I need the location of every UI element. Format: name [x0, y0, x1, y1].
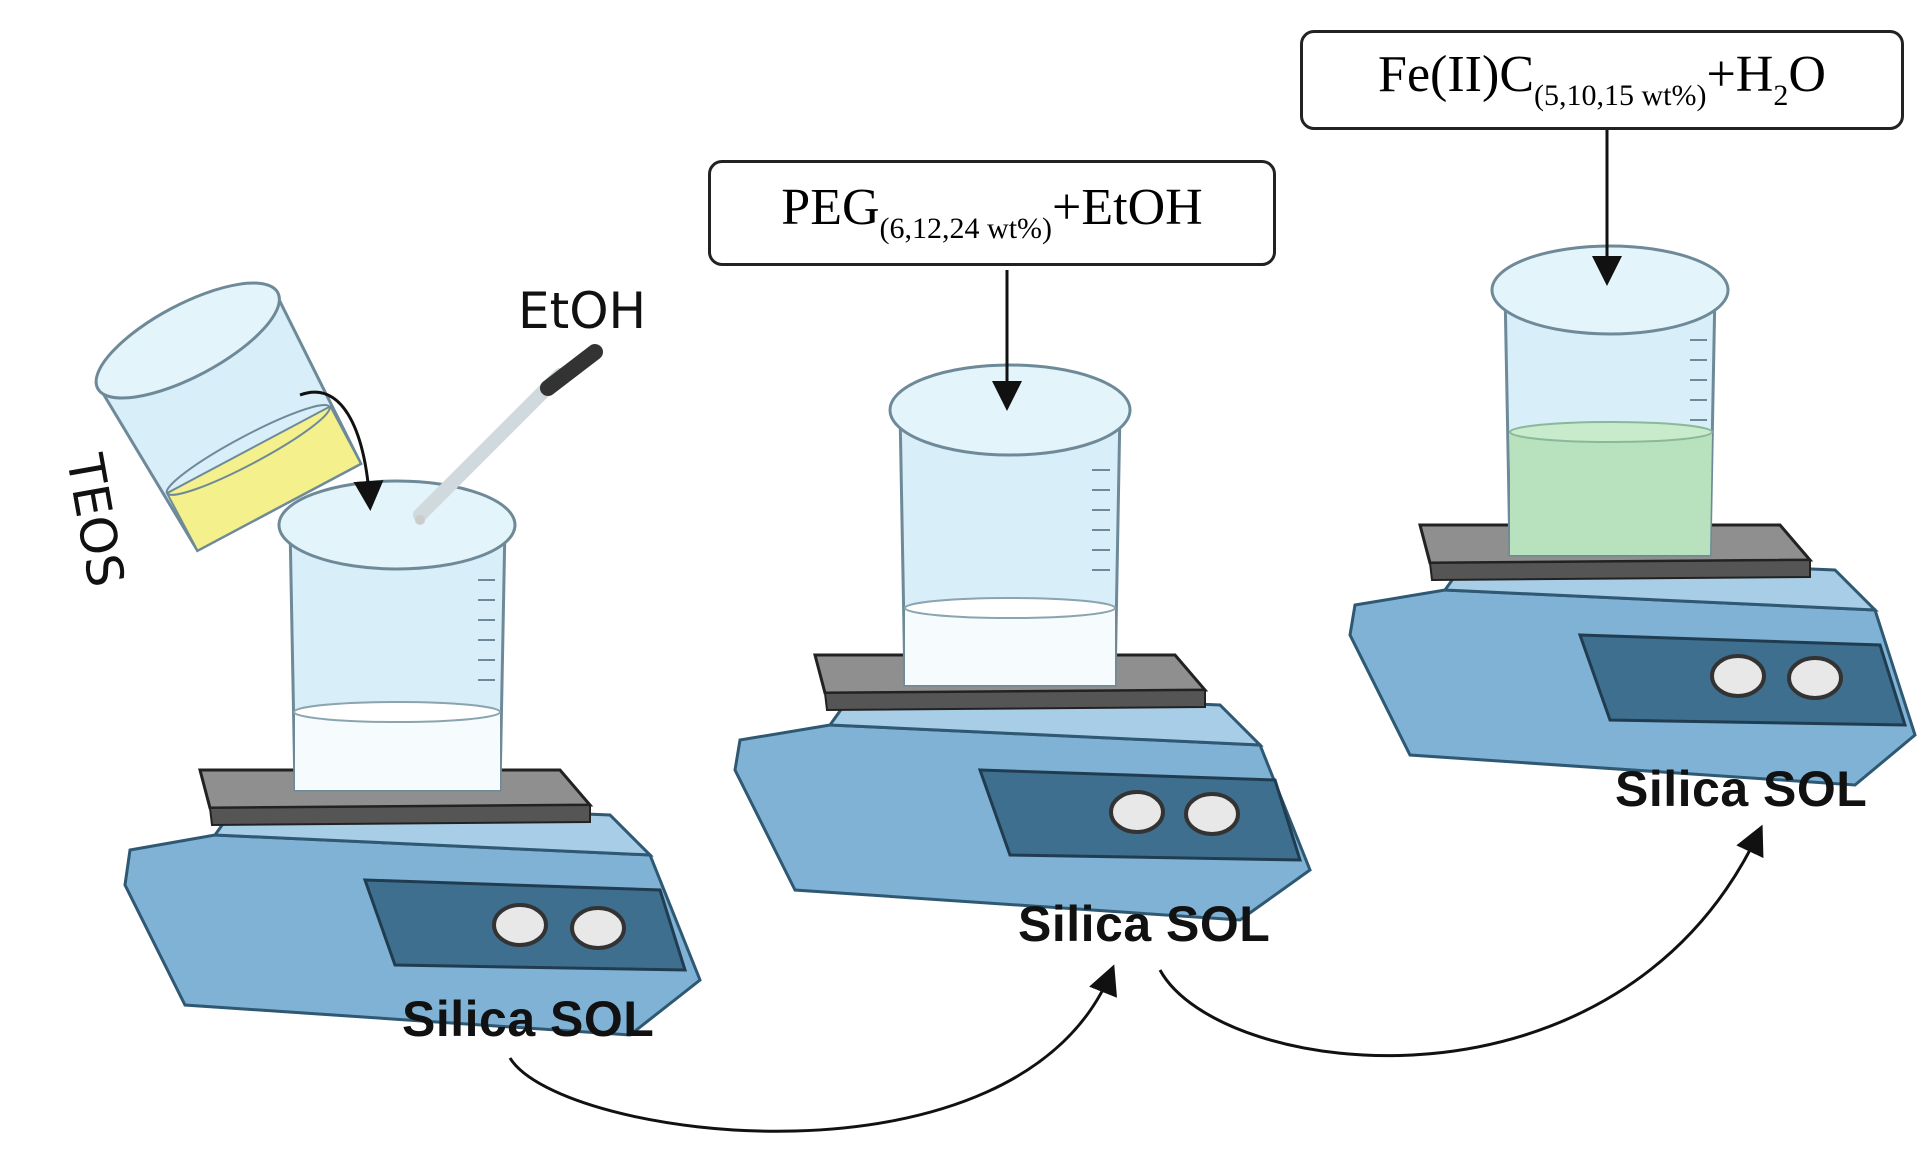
- silica-sol-label-3: Silica SOL: [1615, 761, 1868, 817]
- hot-plate-stirrer-2: [733, 653, 1312, 922]
- etoh-label: EtOH: [518, 282, 647, 340]
- stirrer-knob-3b: [1787, 656, 1843, 700]
- peg-reagent-text: PEG(6,12,24 wt%)+EtOH: [781, 179, 1203, 245]
- pour-arrow: [299, 390, 384, 511]
- beaker-3: [1490, 244, 1730, 557]
- fe-reagent-box: Fe(II)C(5,10,15 wt%)+H2O: [1300, 30, 1904, 130]
- peg-reagent-box: PEG(6,12,24 wt%)+EtOH: [708, 160, 1276, 266]
- stirrer-knob-3a: [1710, 654, 1766, 698]
- flow-arrow-2-to-3: [1158, 824, 1764, 1058]
- hot-plate-stirrer-3: [1348, 523, 1917, 787]
- stirrer-knob-2a: [1109, 790, 1165, 834]
- fe-reagent-text: Fe(II)C(5,10,15 wt%)+H2O: [1378, 46, 1826, 112]
- stirrer-knob-1b: [570, 906, 626, 950]
- beaker-1: [277, 479, 517, 792]
- stirrer-knob-2b: [1184, 792, 1240, 836]
- silica-sol-label-1: Silica SOL: [402, 991, 655, 1047]
- flow-arrow-1-to-2: [508, 964, 1117, 1133]
- silica-sol-label-2: Silica SOL: [1018, 896, 1271, 952]
- dropper: [413, 344, 603, 525]
- stirrer-knob-1a: [492, 903, 548, 947]
- teos-beaker: [94, 281, 363, 553]
- beaker-2: [888, 363, 1132, 687]
